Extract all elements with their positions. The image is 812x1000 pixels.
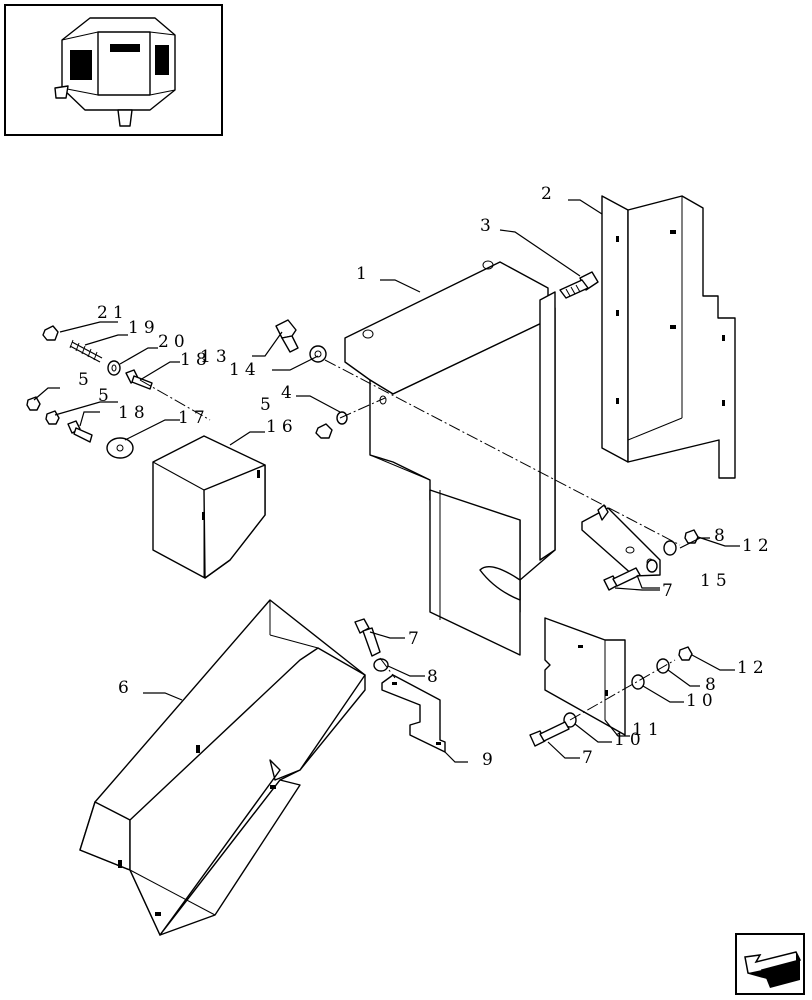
part-9-bracket xyxy=(381,674,446,753)
callout-4: 4 xyxy=(281,383,297,403)
part-11-plate xyxy=(544,617,626,736)
callout-11: 11 xyxy=(632,720,664,740)
callout-labels: 2 3 1 21 19 20 18 13 14 4 5 5 5 18 17 16… xyxy=(78,184,774,770)
callout-14: 14 xyxy=(229,360,261,380)
baler-overview-icon xyxy=(4,4,223,136)
part-1-main-panel xyxy=(344,260,556,656)
callout-12-lower: 12 xyxy=(737,658,769,678)
callout-7-lower: 7 xyxy=(582,748,598,768)
callout-7-near-15: 7 xyxy=(662,581,678,601)
callout-8-near-9: 8 xyxy=(427,667,443,687)
callout-21: 21 xyxy=(97,303,129,323)
callout-13: 13 xyxy=(200,347,232,367)
part-2-angle-bracket xyxy=(601,195,736,479)
callout-19: 19 xyxy=(128,318,160,338)
callout-17: 17 xyxy=(178,408,210,428)
leader-lines xyxy=(33,199,740,763)
callout-7-near-9: 7 xyxy=(408,629,424,649)
previous-page-arrow-icon[interactable] xyxy=(735,933,805,995)
callout-9: 9 xyxy=(482,750,498,770)
callout-16: 16 xyxy=(266,417,298,437)
callout-12-upper: 12 xyxy=(742,536,774,556)
callout-3: 3 xyxy=(480,216,496,236)
callout-5-near-panel: 5 xyxy=(260,395,276,415)
callout-5-middle: 5 xyxy=(98,386,114,406)
callout-5-upper: 5 xyxy=(78,370,94,390)
callout-8-upper: 8 xyxy=(714,526,730,546)
callout-18-lower: 18 xyxy=(118,403,150,423)
assembly-axis-lines xyxy=(139,359,681,721)
fasteners xyxy=(26,319,699,747)
part-6-large-cover xyxy=(79,599,366,936)
part-15-small-bracket xyxy=(581,504,661,577)
callout-18-upper: 18 xyxy=(180,350,212,370)
part-3-bolt xyxy=(559,271,599,299)
callout-10-upper: 10 xyxy=(686,691,718,711)
callout-15: 15 xyxy=(700,571,732,591)
callout-8-lower: 8 xyxy=(705,675,721,695)
callout-20: 20 xyxy=(158,332,190,352)
callout-10-lower: 10 xyxy=(614,730,646,750)
callout-6: 6 xyxy=(118,678,134,698)
callout-1: 1 xyxy=(356,264,372,284)
callout-2: 2 xyxy=(541,184,557,204)
part-16-cover-box xyxy=(152,435,266,579)
